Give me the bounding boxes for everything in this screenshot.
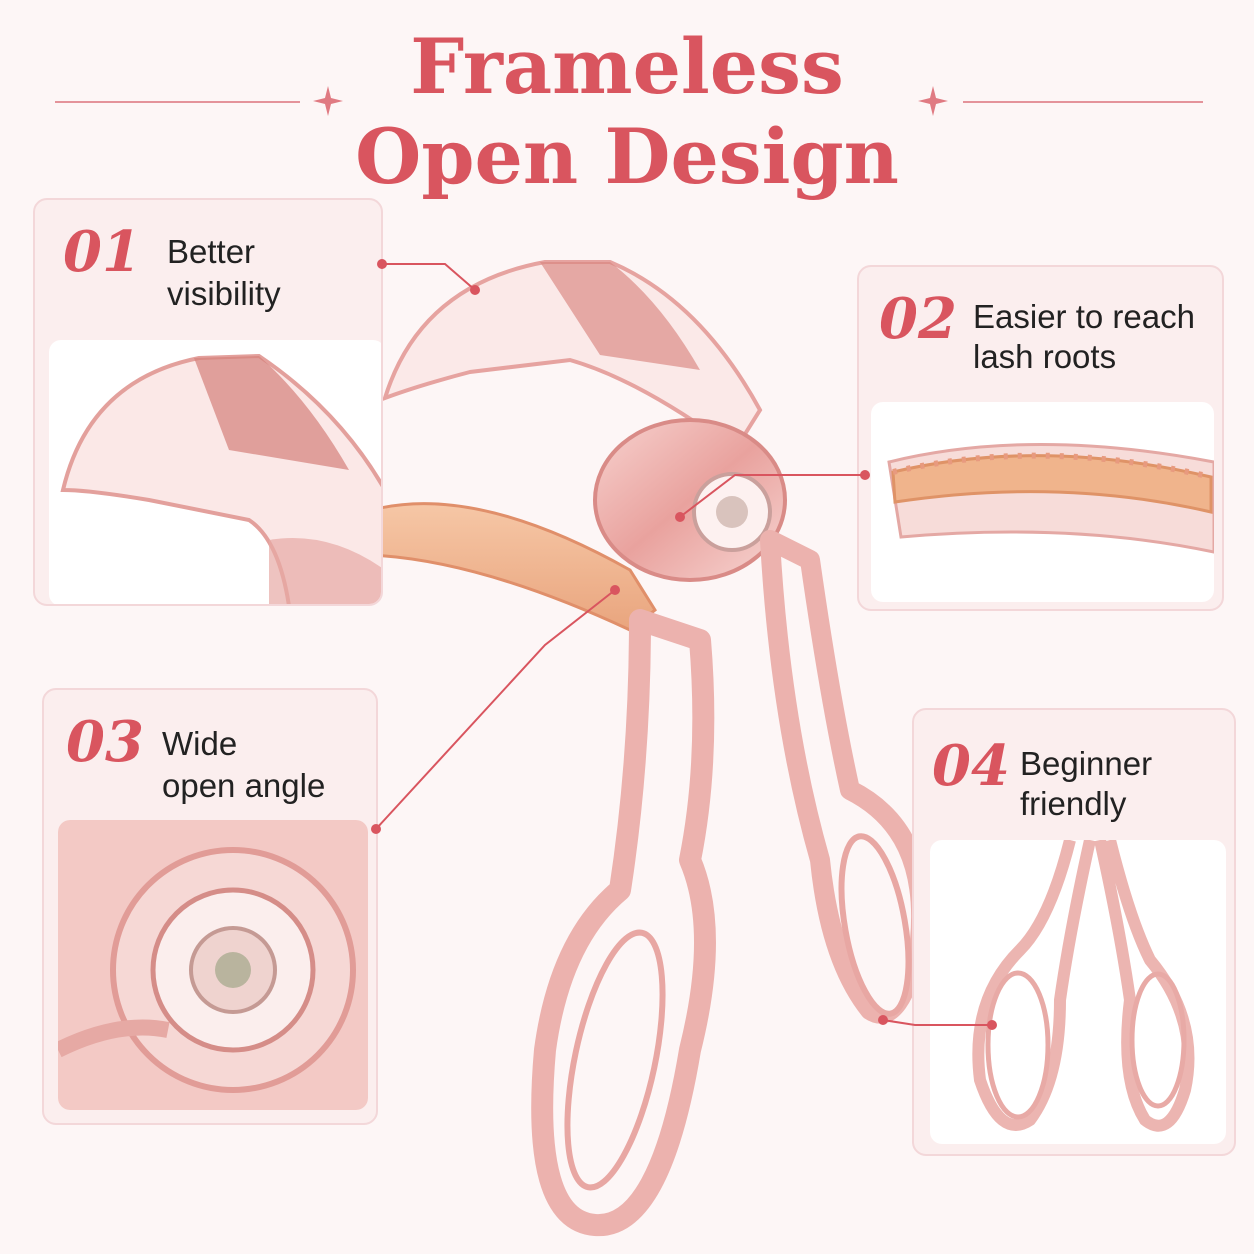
feature-card-04: 04 Beginner friendly (912, 708, 1236, 1156)
feature-label-line2: visibility (167, 275, 281, 312)
feature-label-line2: open angle (162, 767, 326, 804)
feature-label-line1: Easier to reach (973, 298, 1195, 335)
feature-number: 04 (932, 733, 1010, 799)
feature-label-line1: Beginner (1020, 745, 1153, 782)
feature-number: 01 (63, 219, 141, 285)
feature-label-line2: lash roots (973, 338, 1117, 375)
feature-number: 03 (66, 709, 144, 775)
feature-image-handles (930, 840, 1226, 1144)
title-divider-left (55, 101, 300, 103)
title-divider-right (963, 101, 1203, 103)
feature-card-03: 03 Wide open angle (42, 688, 378, 1125)
sparkle-icon (313, 86, 343, 116)
sparkle-icon (918, 86, 948, 116)
feature-image-shield (49, 340, 381, 604)
feature-label-line1: Wide (162, 725, 238, 762)
feature-label-line1: Better (167, 233, 256, 270)
feature-number: 02 (879, 286, 957, 352)
page-title-line2: Open Design (355, 112, 899, 201)
feature-card-02: 02 Easier to reach lash roots (857, 265, 1224, 611)
feature-image-pad (871, 402, 1214, 602)
feature-image-hinge (58, 820, 368, 1110)
feature-label-line2: friendly (1020, 785, 1127, 822)
feature-card-01: 01 Better visibility (33, 198, 383, 606)
page-title-line1: Frameless (410, 22, 844, 111)
